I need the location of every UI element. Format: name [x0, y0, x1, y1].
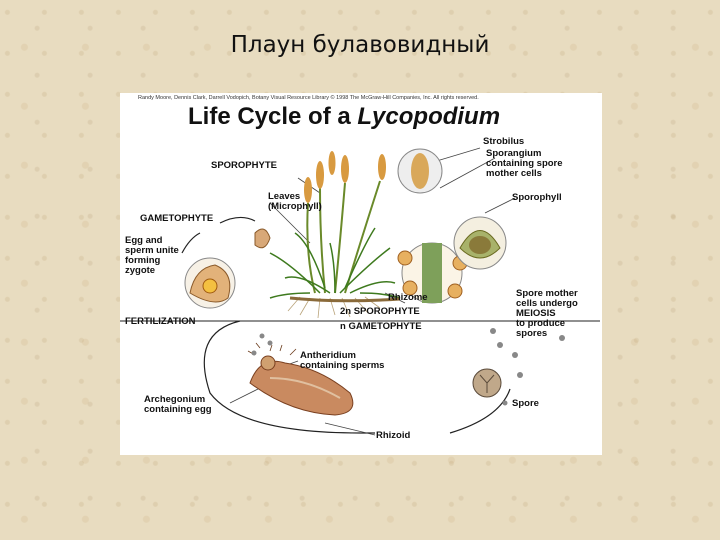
- label-sporophyte: SPOROPHYTE: [211, 161, 277, 171]
- sporophyte-plant: [270, 151, 400, 318]
- life-cycle-figure: Randy Moore, Dennis Clark, Darrell Vodop…: [120, 93, 602, 455]
- label-n-gametophyte: n GAMETOPHYTE: [340, 322, 422, 332]
- arrow-zygote: [182, 233, 200, 253]
- label-strobilus: Strobilus: [483, 137, 524, 147]
- label-rhizome: Rhizome: [388, 293, 428, 303]
- label-gametophyte: GAMETOPHYTE: [140, 214, 213, 224]
- spore-graphic: [473, 369, 501, 397]
- label-rhizoid: Rhizoid: [376, 431, 410, 441]
- label-fertilization: FERTILIZATION: [125, 317, 196, 327]
- label-leaves: Leaves (Microphyll): [268, 192, 322, 212]
- label-2n-sporophyte: 2n SPOROPHYTE: [340, 307, 420, 317]
- label-sporophyll: Sporophyll: [512, 193, 562, 203]
- label-archegonium: Archegonium containing egg: [144, 395, 212, 415]
- label-meiosis: Spore mother cells undergo MEIOSIS to pr…: [516, 289, 578, 339]
- arrow-gametophyte: [220, 217, 255, 223]
- label-sporangium: Sporangium containing spore mother cells: [486, 149, 563, 179]
- label-spore: Spore: [512, 399, 539, 409]
- label-egg-sperm: Egg and sperm unite forming zygote: [125, 236, 179, 276]
- small-gametophyte: [255, 229, 270, 248]
- zygote-detail: [185, 258, 235, 308]
- slide-title: Плаун булавовидный: [0, 32, 720, 58]
- label-antheridium: Antheridium containing sperms: [300, 351, 384, 371]
